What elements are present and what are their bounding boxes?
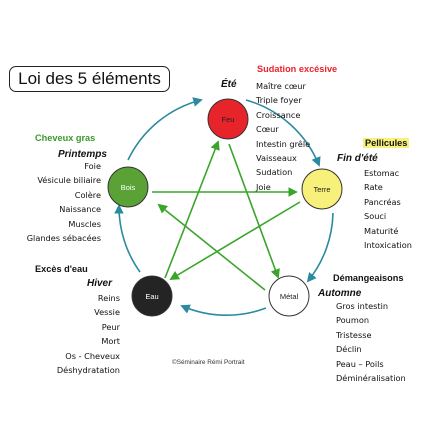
list-item: Maturité <box>364 225 399 236</box>
list-item: Vésicule biliaire <box>37 175 101 186</box>
cycle-arrow-feu-terre <box>245 99 321 167</box>
list-item: Peau – Poils <box>336 358 384 369</box>
generation-cycle <box>114 97 334 316</box>
cycle-arrow-terre-metal <box>306 212 334 283</box>
list-item: Peur <box>101 321 120 332</box>
copyright-credit: ©Séminaire Rémi Portrait <box>172 359 245 366</box>
list-item: Croissance <box>256 109 301 120</box>
list-item: Poumon <box>336 315 370 326</box>
season-metal: Automne <box>318 288 362 299</box>
list-feu: Maître cœur Triple foyer Croissance Cœur… <box>256 79 310 194</box>
cycle-arrow-bois-feu <box>127 97 203 161</box>
list-item: Sudation <box>256 167 293 178</box>
list-item: Triple foyer <box>256 95 302 106</box>
star-arrow-eau-feu <box>164 140 220 279</box>
heading-metal: Démangeaisons <box>333 273 404 283</box>
node-metal: Métal <box>268 275 310 317</box>
star-arrow-feu-metal <box>228 143 280 279</box>
list-item: Muscles <box>68 218 101 229</box>
list-eau: Reins Vessie Peur Mort Os - Cheveux Désh… <box>10 291 120 377</box>
node-feu: Feu <box>207 98 249 140</box>
heading-feu: Sudation excésive <box>257 64 338 74</box>
list-bois: Foie Vésicule biliaire Colère Naissance … <box>5 159 101 245</box>
node-eau: Eau <box>131 275 173 317</box>
list-item: Vaisseaux <box>256 153 297 164</box>
list-item: Maître cœur <box>256 81 306 91</box>
node-bois-circle <box>107 166 149 208</box>
list-item: Joie <box>256 181 271 192</box>
star-arrow-metal-bois <box>157 203 266 291</box>
list-item: Tristesse <box>336 329 372 340</box>
page-title: Loi des 5 éléments <box>9 66 170 92</box>
node-eau-circle <box>131 275 173 317</box>
cycle-arrow-eau-bois <box>114 204 141 273</box>
list-item: Déminéralisation <box>336 373 406 384</box>
list-item: Intoxication <box>364 240 412 251</box>
list-item: Souci <box>364 211 387 222</box>
node-terre: Terre <box>301 168 343 210</box>
list-item: Vessie <box>94 307 120 318</box>
cycle-arrow-metal-eau <box>180 304 267 316</box>
list-item: Intestin grêle <box>256 138 311 149</box>
list-item: Mort <box>101 336 120 347</box>
list-item: Colère <box>74 189 101 200</box>
list-item: Reins <box>97 293 120 303</box>
node-bois: Bois <box>107 166 149 208</box>
list-metal: Gros intestin Poumon Tristesse Déclin Pe… <box>336 299 406 385</box>
list-terre: Estomac Rate Pancréas Souci Maturité Int… <box>364 166 412 252</box>
heading-terre: Pellicules <box>363 138 410 148</box>
star-arrow-terre-eau <box>169 201 301 280</box>
list-item: Pancréas <box>364 196 401 207</box>
control-star <box>152 140 301 291</box>
list-item: Foie <box>84 161 101 171</box>
list-item: Os - Cheveux <box>65 350 120 361</box>
node-metal-circle <box>268 275 310 317</box>
node-bois-label: Bois <box>121 183 136 192</box>
node-eau-label: Eau <box>145 292 158 301</box>
list-item: Gros intestin <box>336 301 389 311</box>
list-item: Estomac <box>364 168 400 178</box>
heading-bois: Cheveux gras <box>35 133 96 143</box>
season-bois: Printemps <box>58 149 107 160</box>
node-terre-circle <box>301 168 343 210</box>
node-terre-label: Terre <box>313 185 330 194</box>
list-item: Naissance <box>59 204 101 215</box>
list-item: Glandes sébacées <box>26 233 101 244</box>
season-eau: Hiver <box>87 278 113 289</box>
season-feu: Été <box>221 79 237 90</box>
list-item: Déshydratation <box>56 365 120 376</box>
list-item: Déclin <box>336 344 362 355</box>
node-metal-label: Métal <box>280 292 299 301</box>
list-item: Rate <box>364 182 383 193</box>
season-terre: Fin d'été <box>337 153 378 164</box>
node-feu-label: Feu <box>222 115 235 124</box>
list-item: Cœur <box>256 124 279 135</box>
heading-eau: Excès d'eau <box>35 264 88 274</box>
node-feu-circle <box>207 98 249 140</box>
